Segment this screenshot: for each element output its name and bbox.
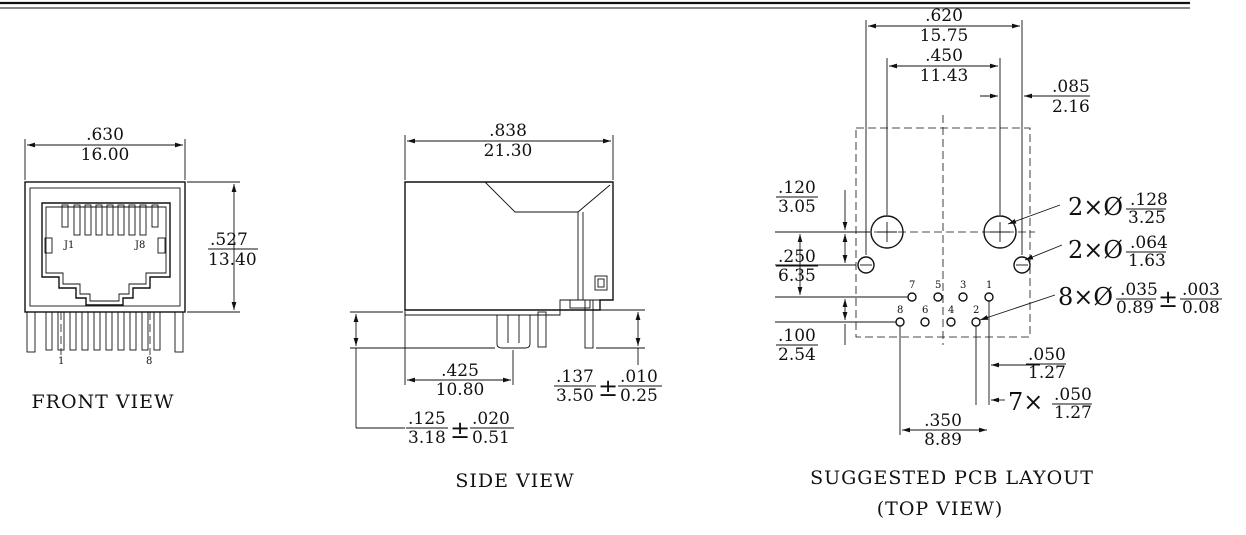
hole-big-mm: 3.25 xyxy=(1128,208,1166,228)
pcb-caption: SUGGESTED PCB LAYOUT xyxy=(810,467,1094,489)
pin-num-5: 5 xyxy=(935,280,941,291)
side-led-window xyxy=(594,275,608,291)
front-view: J1 J8 1 8 .630 16.00 .527 xyxy=(24,125,258,413)
front-pins xyxy=(26,311,184,353)
row-offset-mm: 1.27 xyxy=(1028,363,1066,383)
front-height-mm: 13.40 xyxy=(208,250,257,270)
pcb-layout: 7 5 3 1 8 6 4 2 .620 15.75 .450 11.43 .0… xyxy=(775,6,1222,520)
pitch-prefix: 7× xyxy=(1008,388,1043,416)
side-pin-rear xyxy=(537,311,547,348)
front-height-inch: .527 xyxy=(210,230,248,250)
side-offset-inch: .425 xyxy=(441,361,479,381)
side-total-tol-mm: 0.51 xyxy=(472,428,510,448)
side-view: .838 21.30 .425 10.80 .137 3.50 ± .010 0… xyxy=(350,121,662,492)
pcb-inner-inch: .450 xyxy=(925,46,963,66)
hole-big-inch: .128 xyxy=(1130,190,1168,210)
row-offset-inch: .050 xyxy=(1028,345,1066,365)
pin-num-6: 6 xyxy=(922,305,928,316)
mount-hole-big-right xyxy=(983,215,1017,249)
span-inch: .350 xyxy=(924,411,962,431)
pin-num-2: 2 xyxy=(973,305,979,316)
pcb-v1-inch: .120 xyxy=(778,178,816,198)
pin-num-1: 1 xyxy=(986,280,992,291)
pin-hole-tol-mm: 0.08 xyxy=(1182,298,1220,318)
mount-hole-big-left xyxy=(870,215,904,249)
pin-label-last: 8 xyxy=(146,356,152,367)
pcb-inner-mm: 11.43 xyxy=(920,66,969,86)
side-body-shield xyxy=(484,181,611,213)
pcb-outer-inch: .620 xyxy=(925,6,963,26)
side-total-mm: 3.18 xyxy=(408,428,446,448)
side-pinlen-inch: .137 xyxy=(556,367,594,387)
pin-label-first: 1 xyxy=(58,356,64,367)
side-length-mm: 21.30 xyxy=(484,141,533,161)
pcb-v2-inch: .250 xyxy=(778,247,816,267)
side-body-outline xyxy=(404,181,614,311)
pin-hole-pm: ± xyxy=(1158,285,1178,313)
pin-hole-mm: 0.89 xyxy=(1116,298,1154,318)
front-body-outline xyxy=(24,181,186,313)
pin-hole-prefix: 8×Ø xyxy=(1058,283,1113,311)
pitch-inch: .050 xyxy=(1054,385,1092,405)
pin-holes-bottom-row xyxy=(895,317,981,327)
pin-hole-inch: .035 xyxy=(1120,280,1158,300)
pcb-edge-inch: .085 xyxy=(1052,77,1090,97)
pcb-edge-mm: 2.16 xyxy=(1052,97,1090,117)
led-window-left xyxy=(44,237,53,254)
pcb-subcaption: (TOP VIEW) xyxy=(877,498,1004,520)
side-pin-front xyxy=(496,315,531,349)
pin-num-4: 4 xyxy=(948,305,954,316)
side-total-tol-inch: .020 xyxy=(472,409,510,429)
pitch-mm: 1.27 xyxy=(1054,403,1092,423)
side-length-inch: .838 xyxy=(489,121,527,141)
front-body-inner xyxy=(29,187,181,307)
span-mm: 8.89 xyxy=(924,430,962,450)
label-j8: J8 xyxy=(134,240,145,251)
pin-num-7: 7 xyxy=(909,280,915,291)
side-pinlen-tol-inch: .010 xyxy=(620,367,658,387)
hole-small-prefix: 2×Ø xyxy=(1068,236,1123,264)
hole-small-inch: .064 xyxy=(1130,233,1168,253)
hole-big-prefix: 2×Ø xyxy=(1068,193,1123,221)
front-width-inch: .630 xyxy=(86,125,124,145)
jack-opening xyxy=(41,202,171,306)
pcb-v3-mm: 2.54 xyxy=(778,345,816,365)
side-pinlen-mm: 3.50 xyxy=(556,386,594,406)
pcb-v3-inch: .100 xyxy=(778,326,816,346)
front-view-caption: FRONT VIEW xyxy=(31,391,174,413)
label-j1: J1 xyxy=(63,240,74,251)
shield-hole-right xyxy=(1013,256,1031,274)
leader-big-hole xyxy=(1007,204,1061,225)
pin-hole-tol-inch: .003 xyxy=(1182,280,1220,300)
shield-hole-left xyxy=(857,256,875,274)
hole-small-mm: 1.63 xyxy=(1128,251,1166,271)
led-window-right xyxy=(157,237,166,254)
pin-num-8: 8 xyxy=(897,305,903,316)
side-offset-mm: 10.80 xyxy=(436,380,485,400)
pcb-v1-mm: 3.05 xyxy=(778,197,816,217)
side-pinlen-tol-mm: 0.25 xyxy=(620,386,658,406)
front-width-mm: 16.00 xyxy=(81,145,130,165)
side-pinlen-pm: ± xyxy=(598,374,618,402)
pcb-outline xyxy=(855,127,1031,338)
leader-pin-hole xyxy=(979,294,1056,321)
pin-holes-top-row xyxy=(907,292,994,302)
side-total-inch: .125 xyxy=(408,409,446,429)
contact-fingers xyxy=(61,204,159,236)
pcb-outer-mm: 15.75 xyxy=(920,26,969,46)
side-view-caption: SIDE VIEW xyxy=(455,470,574,492)
pin-num-3: 3 xyxy=(960,280,966,291)
side-total-pm: ± xyxy=(450,416,470,444)
pcb-v2-mm: 6.35 xyxy=(778,266,816,286)
leader-small-hole xyxy=(1024,244,1063,261)
jack-opening-inner xyxy=(45,206,167,302)
